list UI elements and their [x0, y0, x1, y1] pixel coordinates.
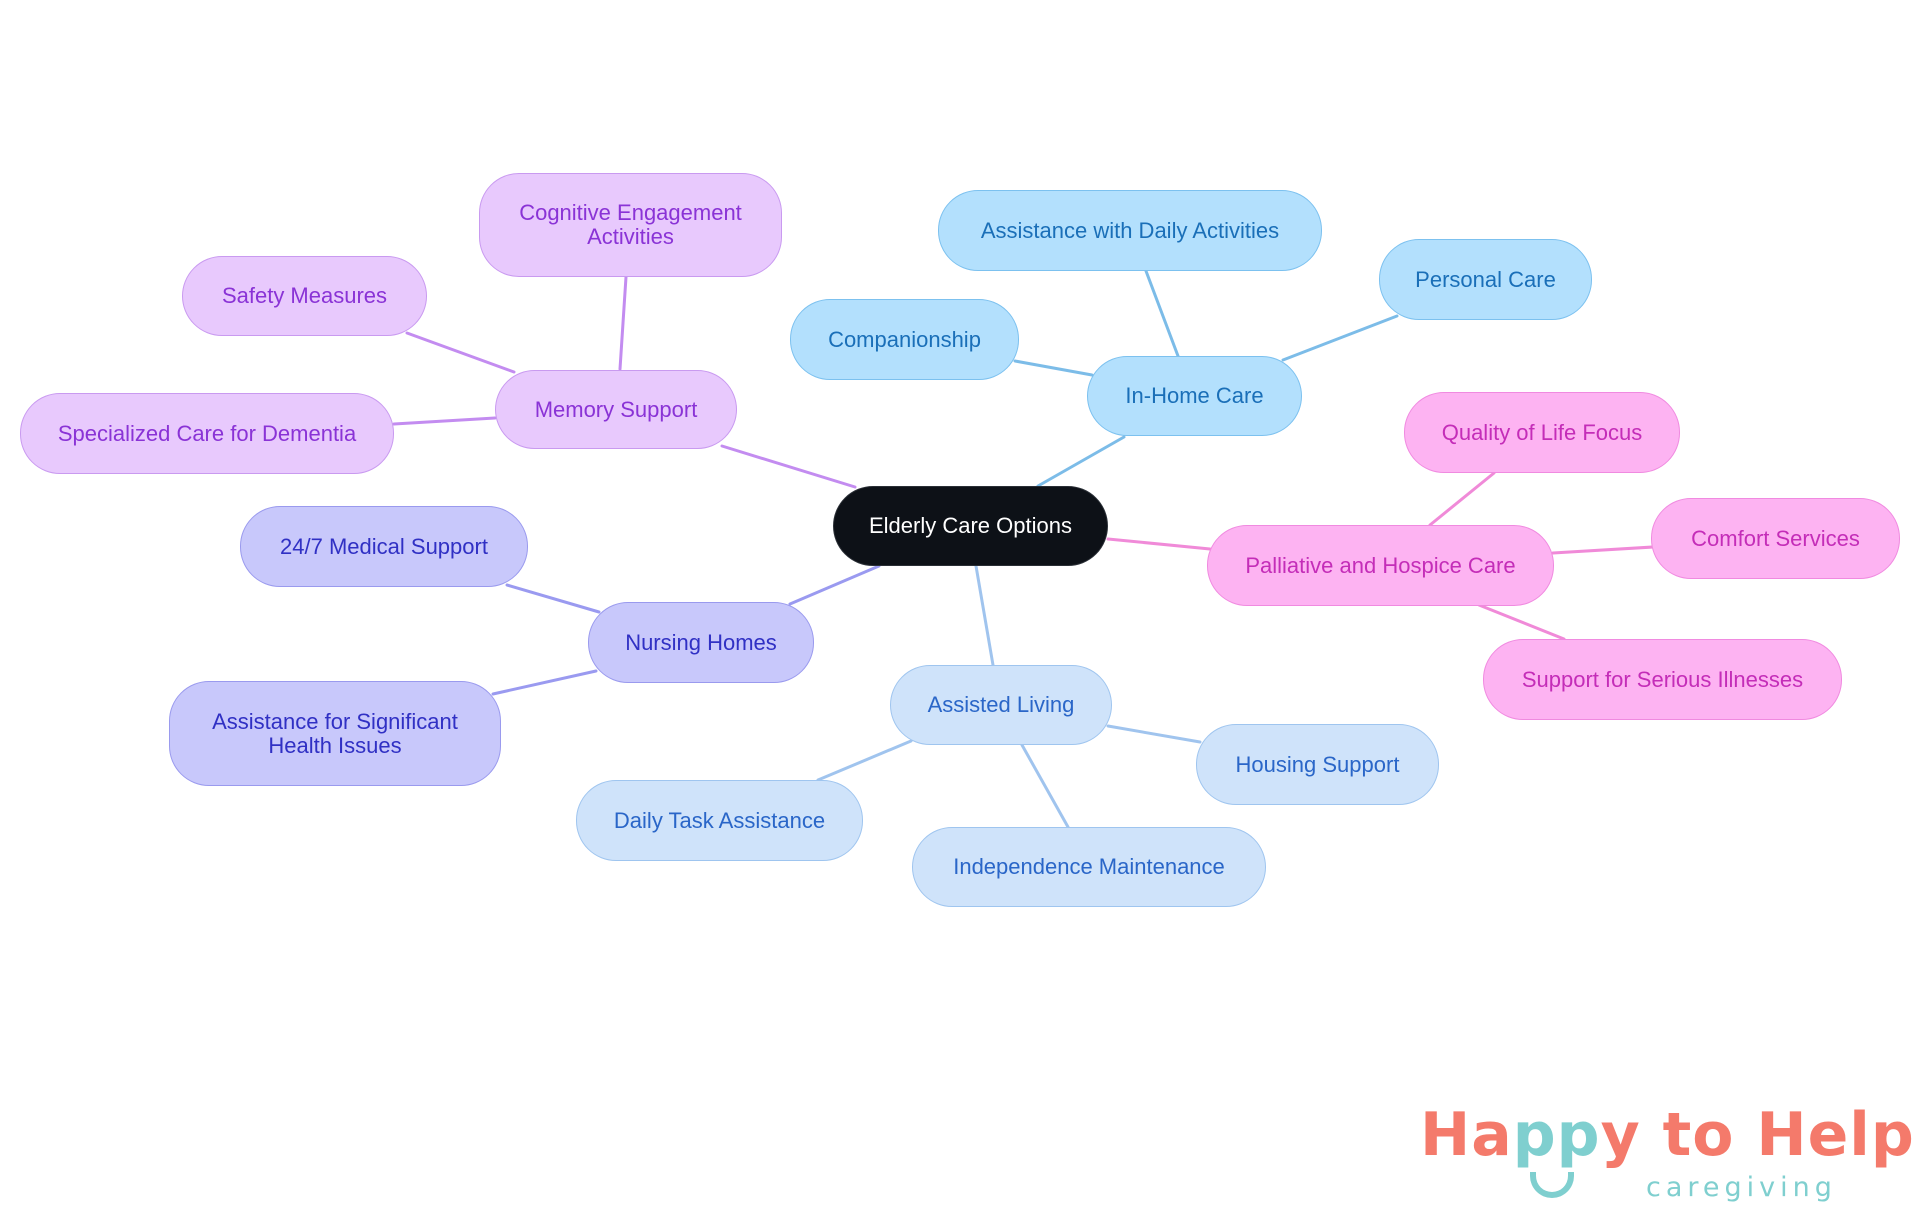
node-label: 24/7 Medical Support: [280, 533, 488, 559]
branch-node-assisted-living[interactable]: Assisted Living: [890, 665, 1112, 745]
node-label: Specialized Care for Dementia: [57, 420, 357, 446]
leaf-node-housing-support[interactable]: Housing Support: [1196, 724, 1439, 805]
node-label: Housing Support: [1235, 751, 1400, 777]
branch-node-memory-support[interactable]: Memory Support: [495, 370, 737, 449]
node-label-line-1: Cognitive Engagement: [519, 200, 742, 225]
root-node-label: Elderly Care Options: [869, 513, 1072, 538]
node-label-line-1: Assistance for Significant: [212, 708, 458, 734]
node-label: Independence Maintenance: [953, 854, 1225, 879]
leaf-node-independence-maintenance[interactable]: Independence Maintenance: [912, 827, 1266, 907]
node-label: In-Home Care: [1125, 383, 1264, 408]
node-label: Personal Care: [1415, 266, 1556, 292]
leaf-node-24-7-medical-support[interactable]: 24/7 Medical Support: [240, 506, 528, 587]
logo-tagline: caregiving: [1646, 1172, 1837, 1203]
node-label: Assisted Living: [927, 692, 1075, 717]
node-label: Safety Measures: [221, 283, 388, 308]
branch-node-in-home-care[interactable]: In-Home Care: [1087, 356, 1302, 436]
branch-node-palliative-hospice-care[interactable]: Palliative and Hospice Care: [1207, 525, 1554, 606]
leaf-node-support-serious-illnesses[interactable]: Support for Serious Illnesses: [1483, 639, 1842, 720]
node-label: Nursing Homes: [625, 629, 777, 655]
leaf-node-comfort-services[interactable]: Comfort Services: [1651, 498, 1900, 579]
node-label: Quality of Life Focus: [1441, 419, 1643, 445]
node-label: Palliative and Hospice Care: [1245, 552, 1516, 578]
node-label: Support for Serious Illnesses: [1521, 666, 1804, 692]
leaf-node-assistance-daily-activities[interactable]: Assistance with Daily Activities: [938, 190, 1322, 271]
node-label: Daily Task Assistance: [613, 807, 826, 833]
smile-icon: [1530, 1172, 1574, 1198]
leaf-node-quality-of-life-focus[interactable]: Quality of Life Focus: [1404, 392, 1680, 473]
root-node[interactable]: Elderly Care Options: [833, 486, 1108, 566]
node-label: Companionship: [828, 326, 981, 352]
logo-wordmark: Happy to Help: [1420, 1100, 1915, 1170]
leaf-node-daily-task-assistance[interactable]: Daily Task Assistance: [576, 780, 863, 861]
leaf-node-safety-measures[interactable]: Safety Measures: [182, 256, 427, 336]
leaf-node-companionship[interactable]: Companionship: [790, 299, 1019, 380]
leaf-node-cognitive-engagement[interactable]: Cognitive Engagement Activities: [479, 173, 782, 277]
leaf-node-personal-care[interactable]: Personal Care: [1379, 239, 1592, 320]
brand-logo: Happy to Help caregiving: [1420, 1100, 1914, 1210]
node-label-line-2: Health Issues: [268, 732, 402, 758]
leaf-node-specialized-dementia-care[interactable]: Specialized Care for Dementia: [20, 393, 394, 474]
node-label: Memory Support: [534, 396, 698, 422]
leaf-node-significant-health-issues[interactable]: Assistance for Significant Health Issues: [169, 681, 501, 786]
node-label: Assistance with Daily Activities: [980, 217, 1280, 243]
node-label-line-2: Activities: [587, 224, 674, 249]
node-label: Comfort Services: [1691, 525, 1860, 551]
branch-node-nursing-homes[interactable]: Nursing Homes: [588, 602, 814, 683]
